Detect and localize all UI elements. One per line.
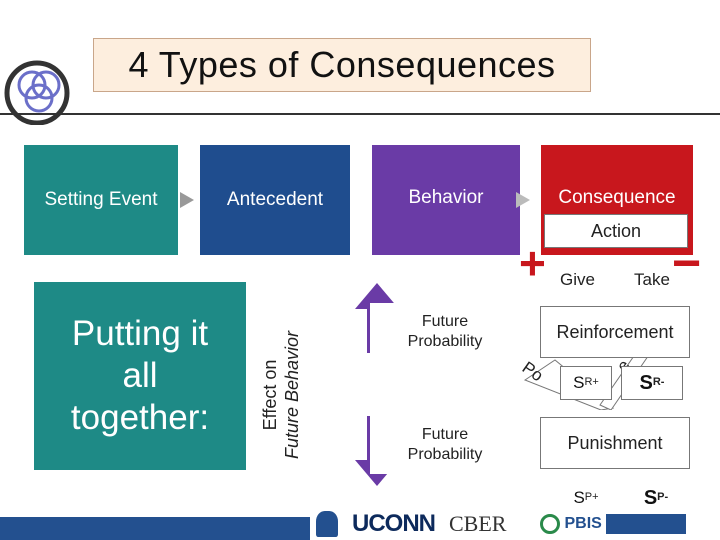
putting-together-panel: Putting it all together: (34, 282, 246, 470)
reinforcement-label: Reinforcement (556, 321, 674, 342)
future-probability-up: Future Probability (370, 303, 520, 361)
uconn-logo: UCONN (352, 509, 436, 537)
effect-line2: Future Behavior (281, 330, 302, 460)
title-divider (0, 113, 720, 115)
page-title: 4 Types of Consequences (93, 38, 591, 92)
sp-plus-sup: P+ (584, 491, 599, 504)
sp-minus-base: S (643, 486, 658, 509)
sp-minus-sup: P- (657, 491, 669, 504)
reinforcement-box: Reinforcement (540, 306, 690, 358)
minus-icon: − (672, 235, 702, 291)
rings-logo-icon (4, 60, 70, 125)
setting-event-block: Setting Event (24, 145, 178, 255)
take-label: Take (634, 270, 670, 289)
punishment-label: Punishment (567, 432, 663, 453)
arrow-right-icon (180, 192, 194, 208)
sr-minus-sup: R- (652, 376, 665, 389)
action-label: Action (590, 220, 642, 241)
effect-line1: Effect on (260, 359, 280, 431)
pbis-tagline-block (605, 513, 686, 534)
behavior-label: Behavior (408, 187, 484, 208)
give-label: Give (560, 270, 595, 289)
sr-plus-base: S (573, 373, 585, 393)
future-probability-down: Future Probability (370, 416, 520, 474)
panel-text-line2: all (122, 356, 158, 395)
pbis-mark-icon (540, 513, 561, 534)
future-probability-up-label: Future Probability (407, 313, 483, 350)
antecedent-block: Antecedent (200, 145, 350, 255)
pbis-logo: PBIS (540, 513, 686, 534)
action-box: Action (544, 214, 688, 248)
panel-text-line1: Putting it (71, 314, 209, 353)
future-probability-down-label: Future Probability (407, 426, 483, 463)
setting-event-label: Setting Event (44, 189, 158, 210)
sr-plus-sup: R+ (584, 376, 599, 389)
behavior-block: Behavior (372, 145, 520, 255)
cber-logo: CBER (449, 510, 507, 536)
effect-label: Effect on Future Behavior (260, 295, 310, 495)
husky-logo-icon (316, 510, 338, 537)
arrow-right-icon (516, 192, 530, 208)
pbis-label: PBIS (564, 514, 602, 532)
sp-plus-base: S (573, 488, 585, 508)
antecedent-label: Antecedent (226, 189, 324, 210)
plus-icon: + (519, 237, 546, 289)
punishment-box: Punishment (540, 417, 690, 469)
panel-text-line3: together: (70, 398, 210, 437)
consequence-label: Consequence (558, 187, 676, 208)
sr-minus-base: S (639, 371, 653, 394)
footer-logos: UCONN CBER PBIS (310, 507, 720, 540)
